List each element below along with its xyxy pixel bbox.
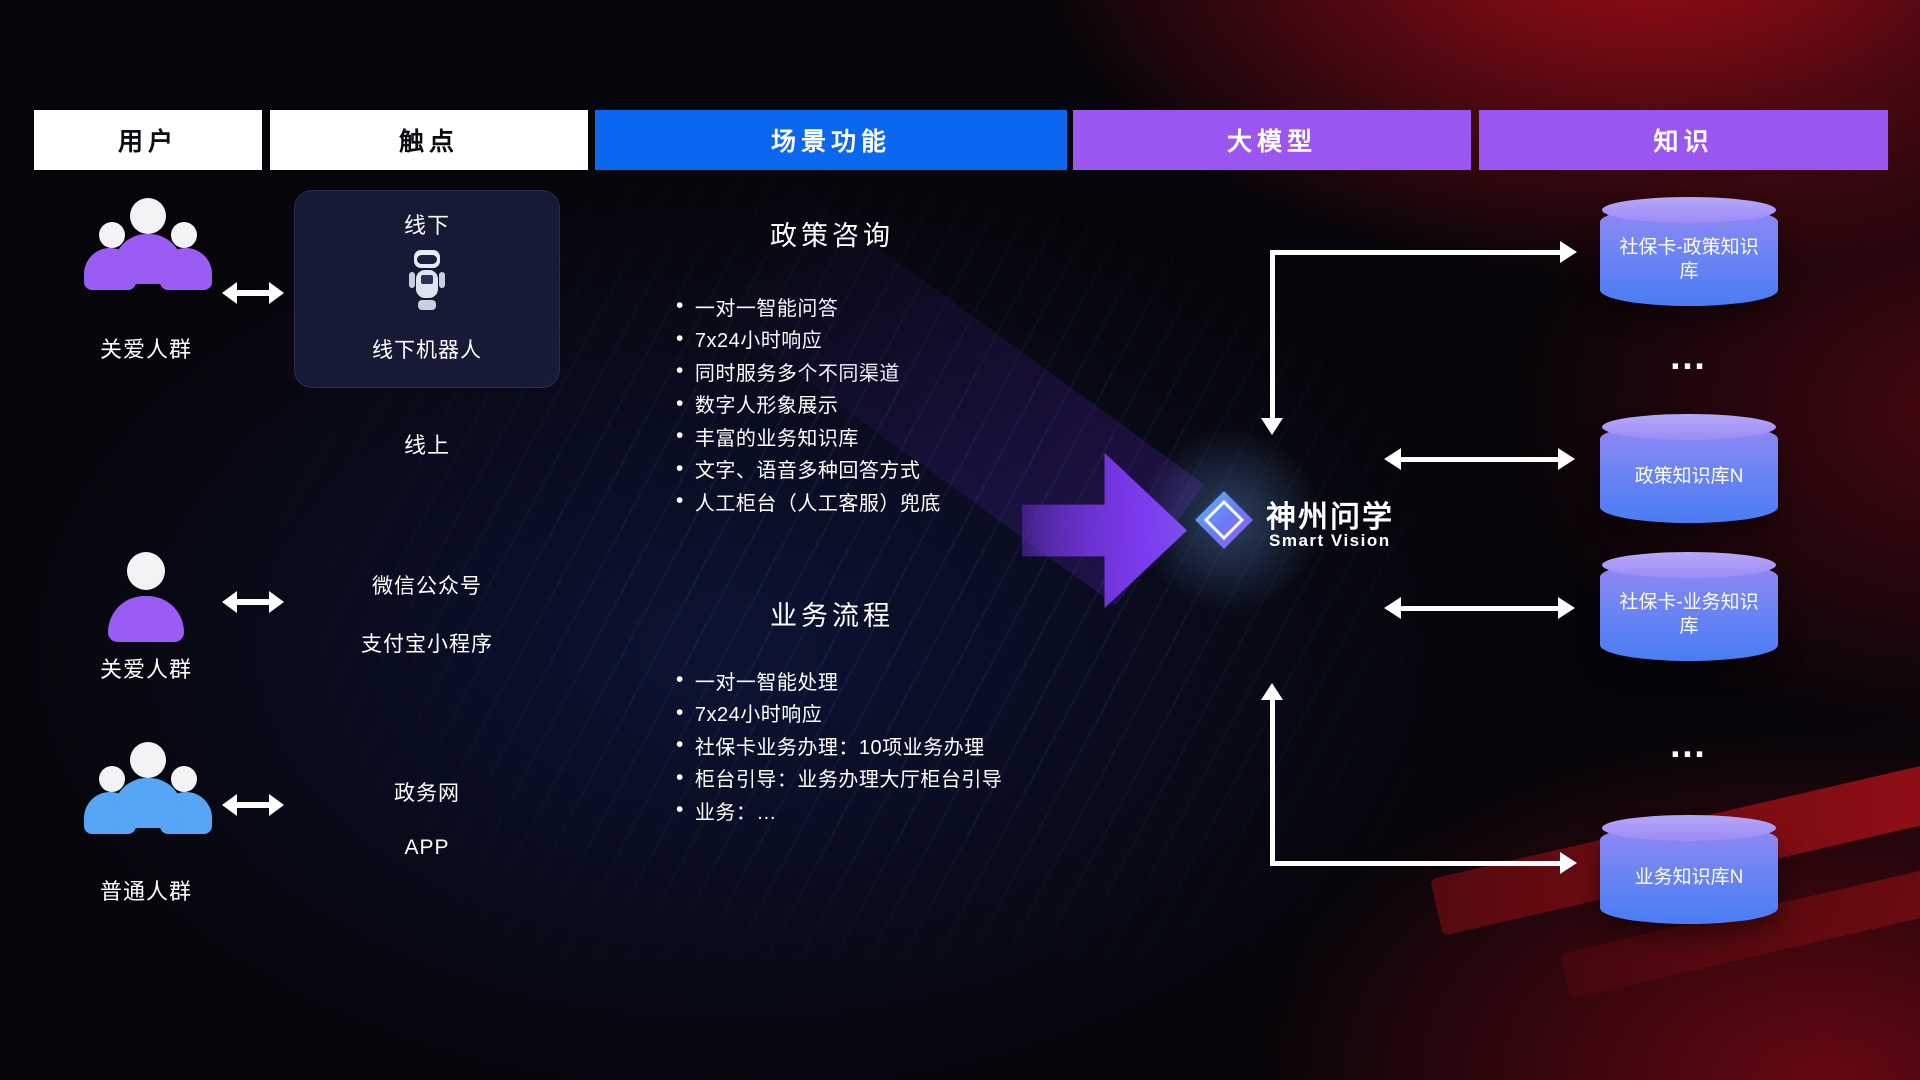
brand-subtitle: Smart Vision bbox=[1269, 531, 1391, 550]
user-label-ordinary-group: 普通人群 bbox=[99, 879, 192, 904]
person-head bbox=[99, 766, 125, 792]
arrow-bar bbox=[233, 290, 273, 296]
db-label: 社保卡-政策知识库 bbox=[1619, 237, 1759, 282]
touchpoint-wechat: 微信公众号 bbox=[372, 575, 482, 598]
arrowhead-right bbox=[1558, 597, 1575, 619]
person-head bbox=[130, 198, 166, 234]
policy-bullet: 人工柜台（人工客服）兜底 bbox=[676, 485, 941, 518]
process-bullet: 社保卡业务办理：10项业务办理 bbox=[676, 729, 1002, 762]
column-header-knowledge: 知识 bbox=[1479, 110, 1888, 170]
db-label: 社保卡-业务知识库 bbox=[1619, 592, 1759, 637]
process-bullet: 7x24小时响应 bbox=[676, 697, 1002, 730]
bidirectional-arrow-icon bbox=[222, 282, 284, 304]
user-label-care-group: 关爱人群 bbox=[99, 337, 192, 362]
arrow-bar bbox=[233, 599, 273, 605]
knowledge-db-policy-sscard: 社保卡-政策知识库 bbox=[1600, 197, 1778, 306]
user-group-icon-blue bbox=[84, 740, 212, 858]
connector-line bbox=[1400, 457, 1560, 462]
touchpoint-gov-web: 政务网 bbox=[394, 782, 460, 805]
person-body bbox=[113, 778, 183, 828]
person-head bbox=[127, 552, 165, 590]
brand-name: 神州问学 bbox=[1266, 501, 1394, 534]
touchpoint-app: APP bbox=[404, 836, 450, 859]
connector-line bbox=[1270, 700, 1275, 866]
arrowhead-right bbox=[269, 282, 284, 304]
policy-bullet: 文字、语音多种回答方式 bbox=[676, 453, 941, 486]
arrowhead-right bbox=[269, 591, 284, 613]
column-header-touchpoint: 触点 bbox=[270, 110, 588, 170]
db-label: 业务知识库N bbox=[1634, 867, 1744, 889]
connector-line bbox=[1270, 250, 1562, 255]
arrowhead-up bbox=[1261, 683, 1283, 700]
arrowhead-down bbox=[1261, 418, 1283, 435]
arrowhead-right bbox=[1558, 448, 1575, 470]
online-label: 线上 bbox=[403, 433, 450, 458]
process-bullet: 一对一智能处理 bbox=[676, 664, 1002, 697]
business-process-title: 业务流程 bbox=[770, 601, 894, 631]
policy-bullet: 同时服务多个不同渠道 bbox=[676, 355, 941, 388]
knowledge-db-policy-n: 政策知识库N bbox=[1600, 414, 1778, 523]
person-head bbox=[99, 222, 125, 248]
connector-line bbox=[1270, 250, 1275, 420]
offline-label: 线下 bbox=[403, 213, 450, 238]
knowledge-db-business-sscard: 社保卡-业务知识库 bbox=[1600, 552, 1778, 661]
person-head bbox=[171, 766, 197, 792]
arrowhead-right bbox=[1560, 241, 1577, 263]
robot-icon bbox=[403, 248, 451, 323]
person-body bbox=[113, 234, 183, 284]
person-head bbox=[130, 742, 166, 778]
ellipsis-dots: … bbox=[1668, 336, 1710, 378]
policy-bullet: 数字人形象展示 bbox=[676, 388, 941, 421]
arrowhead-left bbox=[1384, 448, 1401, 470]
user-single-icon bbox=[104, 552, 188, 642]
arrowhead-left bbox=[222, 282, 237, 304]
knowledge-db-business-n: 业务知识库N bbox=[1600, 815, 1778, 924]
arrow-bar bbox=[233, 802, 273, 808]
policy-bullet: 丰富的业务知识库 bbox=[676, 420, 941, 453]
process-bullet: 柜台引导：业务办理大厅柜台引导 bbox=[676, 762, 1002, 795]
touchpoint-alipay: 支付宝小程序 bbox=[361, 633, 493, 656]
column-header-user: 用户 bbox=[34, 110, 262, 170]
offline-robot-label: 线下机器人 bbox=[372, 339, 482, 362]
arrowhead-left bbox=[222, 591, 237, 613]
process-bullet-list: 一对一智能处理 7x24小时响应 社保卡业务办理：10项业务办理 柜台引导：业务… bbox=[676, 664, 1002, 827]
brand-diamond-icon bbox=[1192, 488, 1256, 557]
arrowhead-right bbox=[1560, 852, 1577, 874]
policy-bullet: 7x24小时响应 bbox=[676, 323, 941, 356]
db-label: 政策知识库N bbox=[1634, 466, 1744, 488]
policy-bullet: 一对一智能问答 bbox=[676, 290, 941, 323]
arrowhead-left bbox=[1384, 597, 1401, 619]
ellipsis-dots: … bbox=[1668, 724, 1710, 766]
policy-bullet-list: 一对一智能问答 7x24小时响应 同时服务多个不同渠道 数字人形象展示 丰富的业… bbox=[676, 290, 941, 518]
column-header-scenario: 场景功能 bbox=[595, 110, 1067, 170]
policy-consult-title: 政策咨询 bbox=[770, 221, 894, 251]
arrowhead-right bbox=[269, 794, 284, 816]
column-header-model: 大模型 bbox=[1073, 110, 1471, 170]
user-label-care-single: 关爱人群 bbox=[99, 657, 192, 682]
bidirectional-arrow-icon bbox=[222, 794, 284, 816]
person-body bbox=[108, 596, 184, 642]
process-bullet: 业务：… bbox=[676, 794, 1002, 827]
user-group-icon bbox=[84, 196, 212, 314]
bidirectional-arrow-icon bbox=[222, 591, 284, 613]
connector-line bbox=[1270, 861, 1562, 866]
person-head bbox=[171, 222, 197, 248]
arrowhead-left bbox=[222, 794, 237, 816]
connector-line bbox=[1400, 606, 1560, 611]
